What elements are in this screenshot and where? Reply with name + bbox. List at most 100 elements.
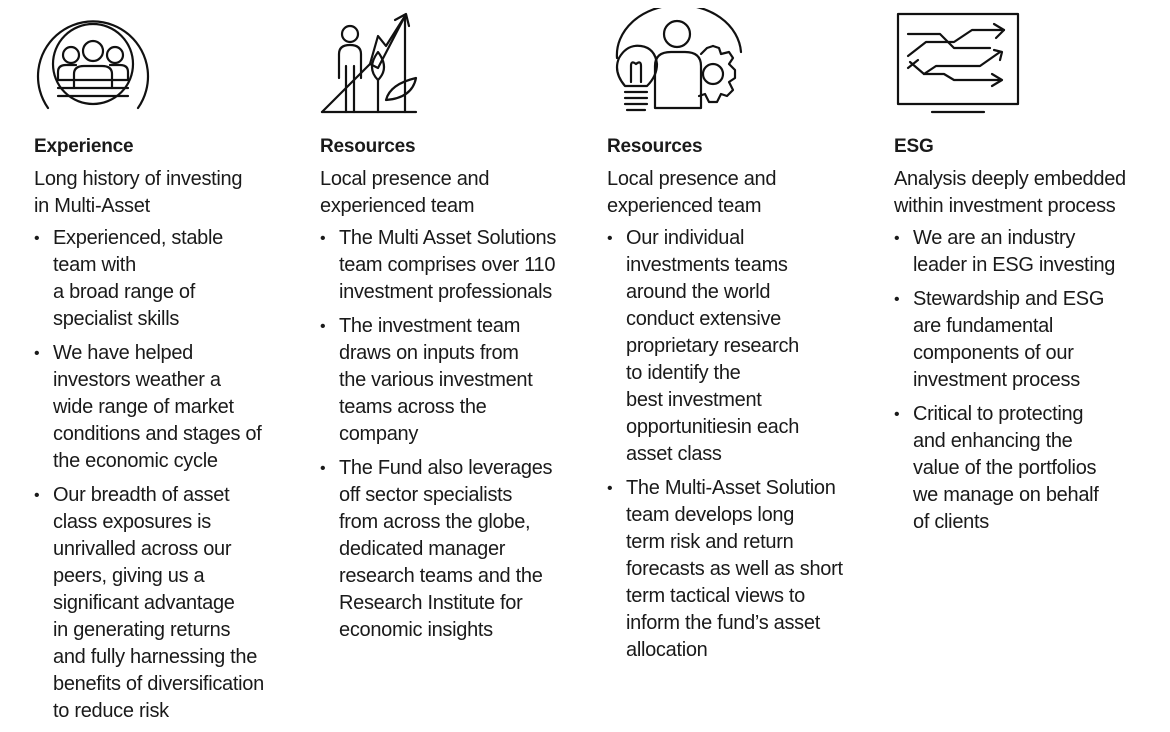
- bullet-line: components of our: [913, 342, 1074, 364]
- feature-column-resources-team: Resources Local presence and experienced…: [320, 0, 592, 731]
- bullet-dot: •: [894, 230, 900, 247]
- bullet-line: investments teams: [626, 254, 788, 276]
- bullet-line: around the world: [626, 281, 771, 303]
- bullet-line: research teams and the: [339, 565, 543, 587]
- bullet-line: the various investment: [339, 369, 533, 391]
- bullet-line: class exposures is: [53, 511, 211, 533]
- bullet-item: • The investment team draws on inputs fr…: [320, 313, 589, 448]
- column-subheading: Long history of investing in Multi-Asset: [34, 166, 274, 220]
- bullet-item: • Experienced, stable team with a broad …: [34, 225, 291, 333]
- bullet-line: opportunitiesin each: [626, 416, 800, 438]
- bullet-item: • We are an industry leader in ESG inves…: [894, 225, 1135, 279]
- bullet-line: forecasts as well as short: [626, 558, 843, 580]
- bullet-dot: •: [320, 460, 326, 477]
- bullet-dot: •: [34, 345, 40, 362]
- bullet-line: Research Institute for: [339, 592, 523, 614]
- subheading-line: experienced team: [607, 195, 762, 217]
- bullet-dot: •: [34, 230, 40, 247]
- bullet-line: term risk and return: [626, 531, 794, 553]
- bullet-item: • We have helped investors weather a wid…: [34, 340, 291, 475]
- bullet-line: best investment: [626, 389, 762, 411]
- bullet-line: Critical to protecting: [913, 403, 1084, 425]
- bullet-line: Experienced, stable: [53, 227, 223, 249]
- bullet-line: The Fund also leverages: [339, 457, 553, 479]
- bullet-line: to reduce risk: [53, 700, 169, 722]
- bullet-line: and enhancing the: [913, 430, 1073, 452]
- bullet-line: Our individual: [626, 227, 745, 249]
- column-heading: Resources: [320, 136, 416, 157]
- bullet-list: • The Multi Asset Solutions team compris…: [320, 225, 589, 651]
- bullet-line: We are an industry: [913, 227, 1076, 249]
- bullet-line: are fundamental: [913, 315, 1054, 337]
- bullet-line: investors weather a: [53, 369, 221, 391]
- column-subheading: Analysis deeply embedded within investme…: [894, 166, 1166, 220]
- bullet-line: teams across the: [339, 396, 487, 418]
- bullet-item: • Our individual investments teams aroun…: [607, 225, 872, 468]
- person-growth-arrow-icon: [320, 8, 430, 120]
- subheading-line: Long history of investing: [34, 168, 243, 190]
- bullet-line: The investment team: [339, 315, 521, 337]
- feature-column-esg: ESG Analysis deeply embedded within inve…: [894, 0, 1166, 731]
- bullet-line: wide range of market: [53, 396, 234, 418]
- bullet-list: • Experienced, stable team with a broad …: [34, 225, 291, 732]
- lightbulb-person-gear-icon: [609, 8, 759, 120]
- bullet-line: team with: [53, 254, 136, 276]
- column-heading: ESG: [894, 136, 934, 157]
- bullet-line: asset class: [626, 443, 722, 465]
- bullet-line: dedicated manager: [339, 538, 506, 560]
- bullet-line: and fully harnessing the: [53, 646, 258, 668]
- feature-column-resources-research: Resources Local presence and experienced…: [607, 0, 875, 731]
- column-heading: Resources: [607, 136, 703, 157]
- subheading-line: in Multi-Asset: [34, 195, 150, 217]
- bullet-line: company: [339, 423, 419, 445]
- bullet-line: Our breadth of asset: [53, 484, 230, 506]
- bullet-line: allocation: [626, 639, 708, 661]
- bullet-item: • The Multi-Asset Solution team develops…: [607, 475, 872, 664]
- feature-column-experience: Experience Long history of investing in …: [34, 0, 296, 731]
- bullet-line: peers, giving us a: [53, 565, 205, 587]
- bullet-line: unrivalled across our: [53, 538, 232, 560]
- bullet-line: investment process: [913, 369, 1080, 391]
- bullet-dot: •: [320, 318, 326, 335]
- bullet-line: we manage on behalf: [913, 484, 1099, 506]
- bullet-dot: •: [894, 406, 900, 423]
- bullet-line: to identify the: [626, 362, 741, 384]
- bullet-line: inform the fund’s asset: [626, 612, 820, 634]
- bullet-item: • Our breadth of asset class exposures i…: [34, 482, 291, 725]
- bullet-dot: •: [320, 230, 326, 247]
- bullet-line: team comprises over 110: [339, 254, 556, 276]
- team-circle-icon: [34, 8, 154, 120]
- bullet-list: • Our individual investments teams aroun…: [607, 225, 872, 671]
- bullet-line: economic insights: [339, 619, 493, 641]
- bullet-line: conditions and stages of: [53, 423, 262, 445]
- bullet-dot: •: [607, 230, 613, 247]
- bullet-line: We have helped: [53, 342, 193, 364]
- bullet-item: • Stewardship and ESG are fundamental co…: [894, 286, 1135, 394]
- bullet-line: The Multi-Asset Solution: [626, 477, 836, 499]
- bullet-line: conduct extensive: [626, 308, 781, 330]
- column-subheading: Local presence and experienced team: [320, 166, 530, 220]
- monitor-arrows-icon: [896, 8, 1026, 120]
- subheading-line: Analysis deeply embedded: [894, 168, 1126, 190]
- bullet-line: from across the globe,: [339, 511, 531, 533]
- bullet-line: investment professionals: [339, 281, 552, 303]
- subheading-line: experienced team: [320, 195, 475, 217]
- bullet-line: in generating returns: [53, 619, 231, 641]
- bullet-line: draws on inputs from: [339, 342, 519, 364]
- subheading-line: within investment process: [894, 195, 1116, 217]
- bullet-item: • The Fund also leverages off sector spe…: [320, 455, 589, 644]
- bullet-line: leader in ESG investing: [913, 254, 1116, 276]
- column-subheading: Local presence and experienced team: [607, 166, 817, 220]
- subheading-line: Local presence and: [320, 168, 490, 190]
- bullet-line: Stewardship and ESG: [913, 288, 1105, 310]
- bullet-line: The Multi Asset Solutions: [339, 227, 557, 249]
- bullet-line: proprietary research: [626, 335, 799, 357]
- column-heading: Experience: [34, 136, 134, 157]
- bullet-item: • The Multi Asset Solutions team compris…: [320, 225, 589, 306]
- bullet-line: team develops long: [626, 504, 795, 526]
- bullet-dot: •: [34, 487, 40, 504]
- bullet-item: • Critical to protecting and enhancing t…: [894, 401, 1135, 536]
- bullet-list: • We are an industry leader in ESG inves…: [894, 225, 1135, 543]
- bullet-line: specialist skills: [53, 308, 180, 330]
- bullet-dot: •: [607, 480, 613, 497]
